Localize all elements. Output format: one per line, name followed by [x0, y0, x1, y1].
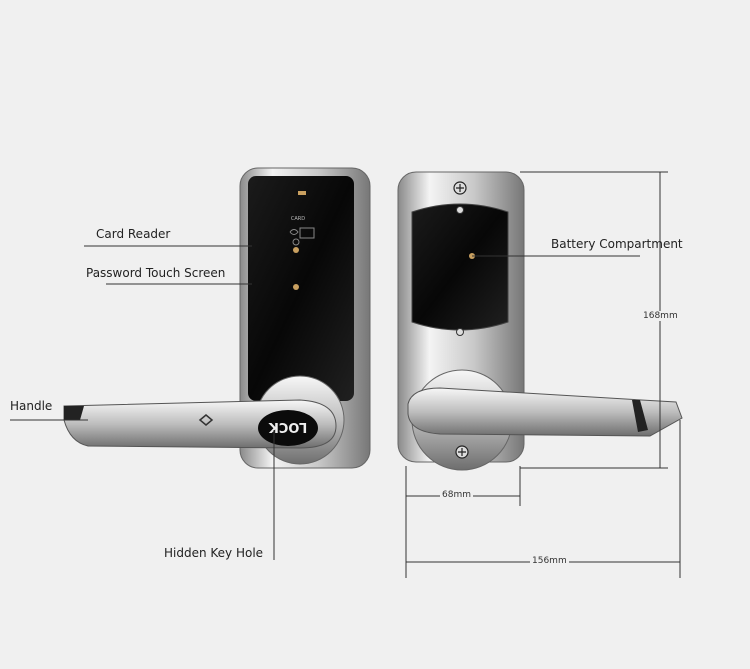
battery-screw-top: [456, 206, 464, 214]
height-dimension-label: 168mm: [641, 311, 680, 321]
card-text: CARD: [291, 216, 305, 222]
touch-screen-panel: [248, 176, 354, 401]
battery-screw-bottom: [456, 328, 464, 336]
handle-label: Handle: [10, 399, 53, 413]
card-icon: [289, 227, 315, 246]
total-width-dimension-label: 156mm: [530, 556, 569, 566]
back-lock: [397, 171, 683, 471]
card-reader-label: Card Reader: [96, 227, 171, 241]
front-lock: CARD LOCK: [63, 167, 371, 469]
lock-badge: [258, 410, 318, 446]
indicator-light: [298, 191, 306, 195]
keypad-dot: [293, 284, 299, 290]
back-handle-lever: [407, 387, 683, 437]
hidden-key-hole-label: Hidden Key Hole: [164, 546, 264, 560]
battery-compartment-label: Battery Compartment: [551, 237, 683, 251]
battery-cover: [411, 203, 509, 331]
handle-tip: [64, 406, 84, 420]
lock-text: LOCK: [268, 419, 307, 434]
password-touch-screen-label: Password Touch Screen: [86, 266, 226, 280]
callout-lines: [10, 245, 640, 560]
touch-sensor-dot: [293, 247, 299, 253]
handle-keyhole-mark: [198, 414, 214, 426]
back-width-dimension-label: 68mm: [440, 490, 473, 500]
